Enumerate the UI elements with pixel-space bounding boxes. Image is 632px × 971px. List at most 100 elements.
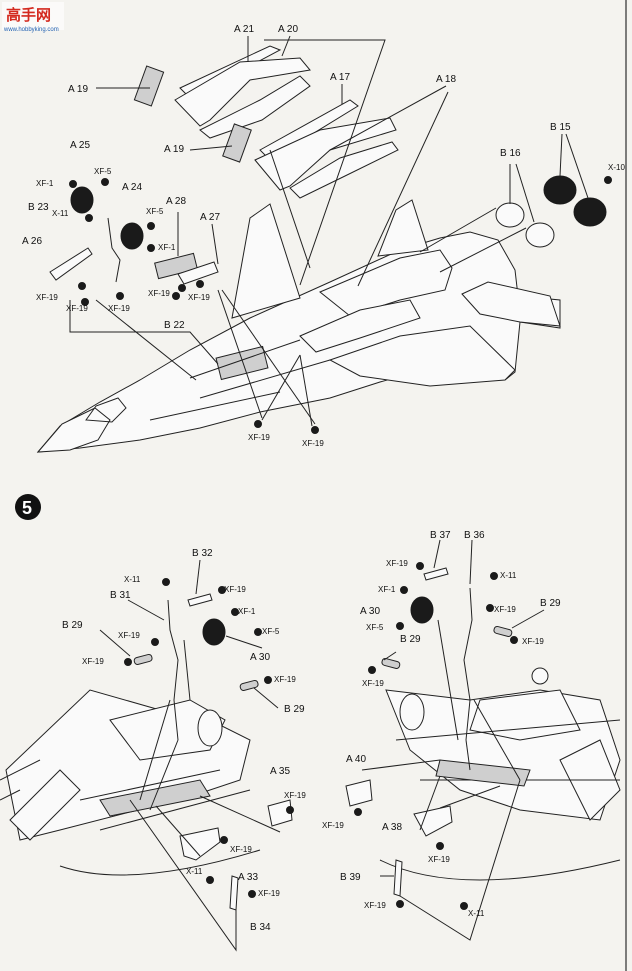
part-A35 — [267, 799, 293, 827]
label-XF19-a: XF-19 — [36, 293, 58, 302]
label-X11-right: X-11 — [500, 571, 517, 580]
label-XF19-b: XF-19 — [66, 304, 88, 313]
paint-dots-upper — [69, 176, 612, 434]
label-X11-upper: X-11 — [52, 209, 69, 218]
part-A27 — [177, 261, 219, 285]
right-engine — [469, 689, 581, 741]
label-B29-right-a: B 29 — [400, 634, 421, 645]
label-A19-top: A 19 — [68, 84, 88, 95]
label-B39: B 39 — [340, 872, 361, 883]
label-B22: B 22 — [164, 320, 185, 331]
part-B16-ring-2 — [525, 222, 555, 248]
label-XF19-left-g: XF-19 — [258, 889, 280, 898]
label-XF5-upper: XF-5 — [94, 167, 112, 176]
label-XF1-b: XF-1 — [158, 243, 176, 252]
step-number: 5 — [22, 498, 32, 518]
upper-assembly: A 21 A 20 A 19 A 17 A 18 A 19 A 25 XF-1 … — [22, 24, 625, 453]
label-A38: A 38 — [382, 822, 402, 833]
label-B32: B 32 — [192, 548, 213, 559]
leader-lines-upper — [69, 35, 589, 427]
leader-lines-left — [99, 559, 281, 952]
label-B16: B 16 — [500, 148, 521, 159]
label-XF19-left-b: XF-19 — [118, 631, 140, 640]
label-B29-right-b: B 29 — [540, 598, 561, 609]
label-X11-left: X-11 — [124, 575, 141, 584]
label-A21: A 21 — [234, 24, 254, 35]
label-A33: A 33 — [238, 872, 258, 883]
part-B32 — [187, 593, 213, 607]
label-XF19-c: XF-19 — [108, 304, 130, 313]
label-A26: A 26 — [22, 236, 42, 247]
panel-lines — [149, 339, 331, 421]
paint-dots-right — [354, 562, 518, 910]
part-B15-nozzle-1 — [543, 175, 577, 205]
left-exhaust — [197, 709, 223, 747]
label-A18: A 18 — [436, 74, 456, 85]
label-XF19-right-c: XF-19 — [522, 637, 544, 646]
watermark-brand: 高手网 — [6, 6, 51, 24]
label-A17: A 17 — [330, 72, 350, 83]
label-X11-right-b: X-11 — [468, 909, 485, 918]
label-XF19-d: XF-19 — [148, 289, 170, 298]
canopy — [85, 397, 127, 423]
main-wing — [328, 325, 516, 387]
aircraft-nose — [36, 407, 111, 453]
label-X10: X-10 — [608, 163, 625, 172]
label-XF19-left-c: XF-19 — [82, 657, 104, 666]
left-intake-hatch — [9, 769, 81, 841]
label-B23: B 23 — [28, 202, 49, 213]
label-XF19-right-f: XF-19 — [428, 855, 450, 864]
label-B15: B 15 — [550, 122, 571, 133]
part-B31-brace — [183, 639, 191, 701]
part-A18-lower — [289, 141, 399, 199]
part-B31-strut — [167, 599, 179, 741]
label-B34: B 34 — [250, 922, 271, 933]
part-A24-wheel — [120, 222, 144, 250]
label-B37: B 37 — [430, 530, 451, 541]
part-A40 — [345, 779, 373, 807]
left-wing-curve — [59, 849, 261, 876]
lower-left-assembly: B 32 X-11 XF-19 B 31 XF-1 XF-5 B 29 XF-1… — [0, 548, 306, 952]
label-A19-mid: A 19 — [164, 144, 184, 155]
label-A40: A 40 — [346, 754, 366, 765]
part-A33 — [179, 827, 221, 861]
label-XF19-right-d: XF-19 — [362, 679, 384, 688]
part-B16-ring-1 — [495, 202, 525, 228]
part-A30-wheel — [202, 618, 226, 646]
vertical-tail-right — [377, 199, 429, 257]
part-A38 — [413, 805, 453, 837]
part-B29-right-b — [493, 625, 513, 638]
part-B29-a — [133, 653, 153, 666]
label-A25: A 25 — [70, 140, 90, 151]
part-B37 — [423, 567, 449, 581]
part-A25-wheel — [70, 186, 94, 214]
label-B29-left-a: B 29 — [62, 620, 83, 631]
paint-dots-left — [124, 578, 294, 898]
intake-duct — [299, 299, 421, 353]
right-exhaust — [399, 693, 425, 731]
label-XF19-left-a: XF-19 — [224, 585, 246, 594]
label-XF1-right: XF-1 — [378, 585, 396, 594]
step-5-marker: 5 — [15, 494, 41, 520]
label-A24: A 24 — [122, 182, 142, 193]
part-A20-lower — [199, 75, 311, 139]
part-B36-strut — [463, 587, 473, 741]
label-A28: A 28 — [166, 196, 186, 207]
label-A35: A 35 — [270, 766, 290, 777]
horizontal-stabilizer — [461, 281, 561, 327]
right-fairing — [531, 667, 549, 685]
part-B23-strut — [107, 217, 121, 283]
label-XF5-left: XF-5 — [262, 627, 280, 636]
label-A30-right: A 30 — [360, 606, 380, 617]
label-XF19-right-a: XF-19 — [386, 559, 408, 568]
label-B29-left-b: B 29 — [284, 704, 305, 715]
part-B39 — [393, 859, 403, 897]
part-B15-nozzle-2 — [573, 197, 607, 227]
watermark-url: www.hobbyking.com — [3, 27, 59, 33]
part-B29-b — [239, 679, 259, 692]
part-A18 — [254, 117, 397, 191]
label-B31: B 31 — [110, 590, 131, 601]
label-XF19-left-d: XF-19 — [274, 675, 296, 684]
label-XF19-right-g: XF-19 — [364, 901, 386, 910]
